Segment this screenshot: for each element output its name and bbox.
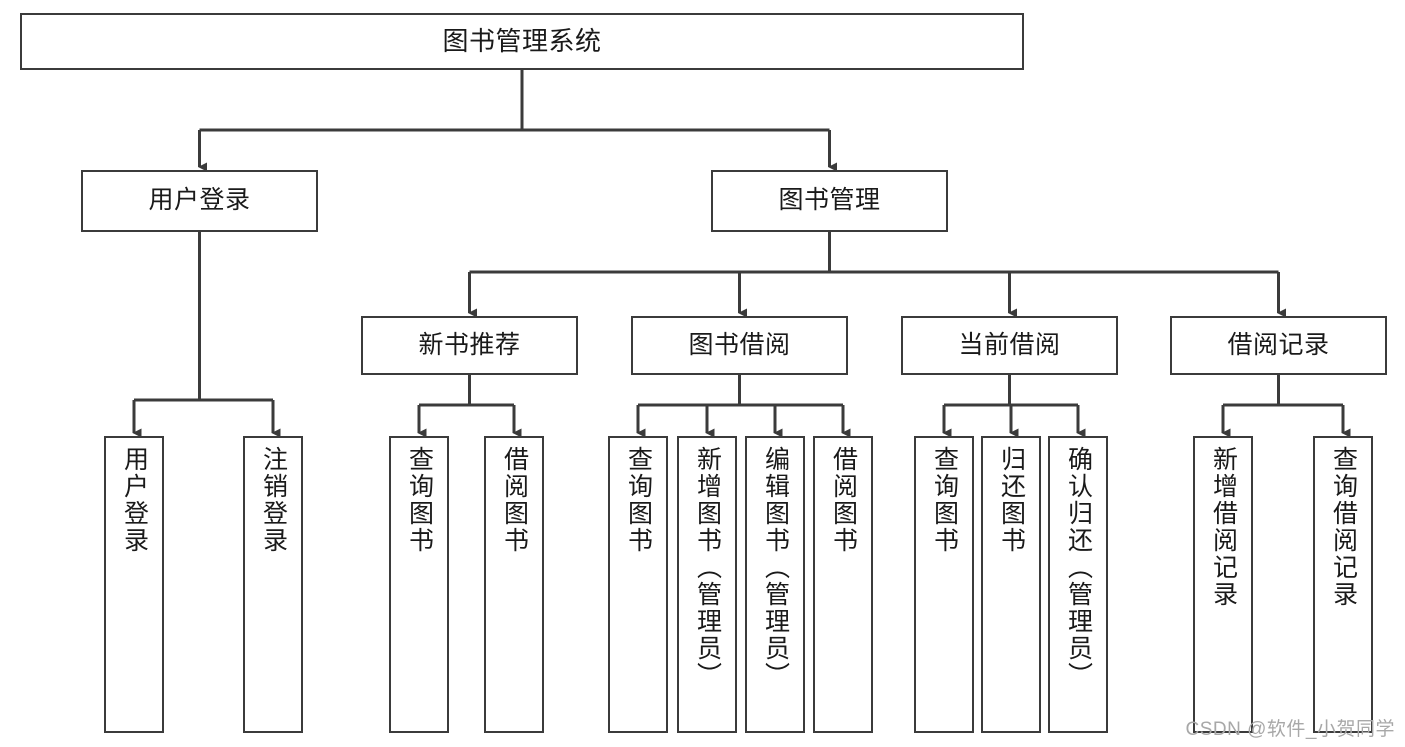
node-leaf-edit-book-admin: 编辑图书（管理员） bbox=[745, 436, 805, 733]
node-leaf-add-book-admin: 新增图书（管理员） bbox=[677, 436, 737, 733]
node-label: 图书管理 bbox=[778, 186, 881, 215]
node-label: 查询借阅记录 bbox=[1329, 446, 1358, 608]
node-label: 编辑图书（管理员） bbox=[761, 446, 790, 689]
node-label: 查询图书 bbox=[624, 446, 653, 554]
node-leaf-add-borrow-record: 新增借阅记录 bbox=[1193, 436, 1253, 733]
node-new-book-recommend: 新书推荐 bbox=[361, 316, 578, 375]
node-root: 图书管理系统 bbox=[20, 13, 1024, 70]
node-leaf-borrow-book: 借阅图书 bbox=[813, 436, 873, 733]
node-label: 查询图书 bbox=[405, 446, 434, 554]
node-label: 查询图书 bbox=[930, 446, 959, 554]
csdn-watermark: CSDN @软件_小贺同学 bbox=[1185, 719, 1395, 740]
node-leaf-query-book-current: 查询图书 bbox=[914, 436, 974, 733]
node-label: 图书管理系统 bbox=[442, 26, 602, 57]
node-leaf-user-logout: 注销登录 bbox=[243, 436, 303, 733]
node-leaf-user-login: 用户登录 bbox=[104, 436, 164, 733]
node-borrow-record: 借阅记录 bbox=[1170, 316, 1387, 375]
node-label: 用户登录 bbox=[148, 186, 251, 215]
node-book-manage: 图书管理 bbox=[711, 170, 948, 232]
node-label: 当前借阅 bbox=[958, 330, 1061, 359]
node-leaf-query-borrow-record: 查询借阅记录 bbox=[1313, 436, 1373, 733]
node-leaf-borrow-book-rec: 借阅图书 bbox=[484, 436, 544, 733]
node-label: 借阅图书 bbox=[829, 446, 858, 554]
node-leaf-return-book: 归还图书 bbox=[981, 436, 1041, 733]
node-label: 确认归还（管理员） bbox=[1064, 446, 1093, 689]
node-label: 图书借阅 bbox=[688, 330, 791, 359]
node-label: 新书推荐 bbox=[418, 330, 521, 359]
node-label: 新增借阅记录 bbox=[1209, 446, 1238, 608]
node-label: 注销登录 bbox=[259, 446, 288, 554]
node-label: 借阅记录 bbox=[1227, 330, 1330, 359]
node-leaf-confirm-return-admin: 确认归还（管理员） bbox=[1048, 436, 1108, 733]
node-label: 用户登录 bbox=[120, 446, 149, 554]
node-label: 归还图书 bbox=[997, 446, 1026, 554]
node-label: 新增图书（管理员） bbox=[693, 446, 722, 689]
node-leaf-query-book-borrow: 查询图书 bbox=[608, 436, 668, 733]
node-book-borrow: 图书借阅 bbox=[631, 316, 848, 375]
node-label: 借阅图书 bbox=[500, 446, 529, 554]
node-current-borrow: 当前借阅 bbox=[901, 316, 1118, 375]
node-user-login: 用户登录 bbox=[81, 170, 318, 232]
node-leaf-query-book-rec: 查询图书 bbox=[389, 436, 449, 733]
